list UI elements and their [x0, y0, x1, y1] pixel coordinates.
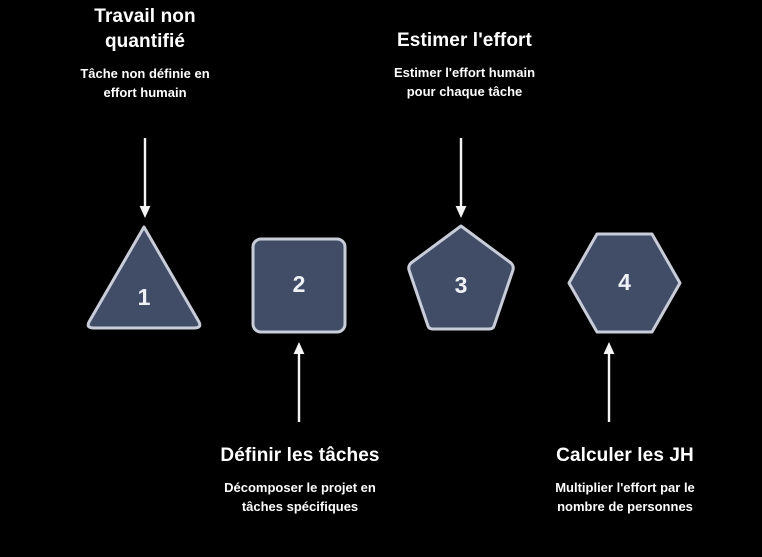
step-1-shape-triangle[interactable]: 1 [82, 222, 206, 332]
step-3-label: Estimer l'effort Estimer l'effort humain… [352, 28, 577, 101]
arrow-down-to-step-3 [452, 138, 470, 218]
step-1-title: Travail non quantifié [94, 6, 196, 52]
step-2-title: Définir les tâches [220, 445, 380, 466]
step-3-title: Estimer l'effort [397, 30, 532, 51]
step-1-description: Tâche non définie en effort humain [80, 66, 210, 100]
step-2-shape-square[interactable]: 2 [251, 237, 347, 334]
step-3-description: Estimer l'effort humain pour chaque tâch… [393, 65, 536, 99]
step-3-shape-pentagon[interactable]: 3 [406, 222, 516, 332]
step-4-shape-hexagon[interactable]: 4 [566, 231, 683, 335]
step-1-label: Travail non quantifié Tâche non définie … [30, 4, 260, 102]
arrow-up-to-step-2 [290, 340, 308, 422]
arrow-down-to-step-1 [136, 138, 154, 218]
step-2-label: Définir les tâches Décomposer le projet … [185, 443, 415, 516]
step-4-title: Calculer les JH [556, 445, 694, 466]
step-2-description: Décomposer le projet en tâches spécifiqu… [224, 480, 376, 514]
step-4-label: Calculer les JH Multiplier l'effort par … [510, 443, 740, 516]
step-2-number: 2 [292, 271, 306, 297]
step-4-description: Multiplier l'effort par le nombre de per… [555, 480, 695, 514]
step-4-number: 4 [618, 269, 631, 295]
step-3-number: 3 [454, 272, 468, 298]
step-1-number: 1 [137, 284, 151, 310]
arrow-up-to-step-4 [600, 340, 618, 422]
